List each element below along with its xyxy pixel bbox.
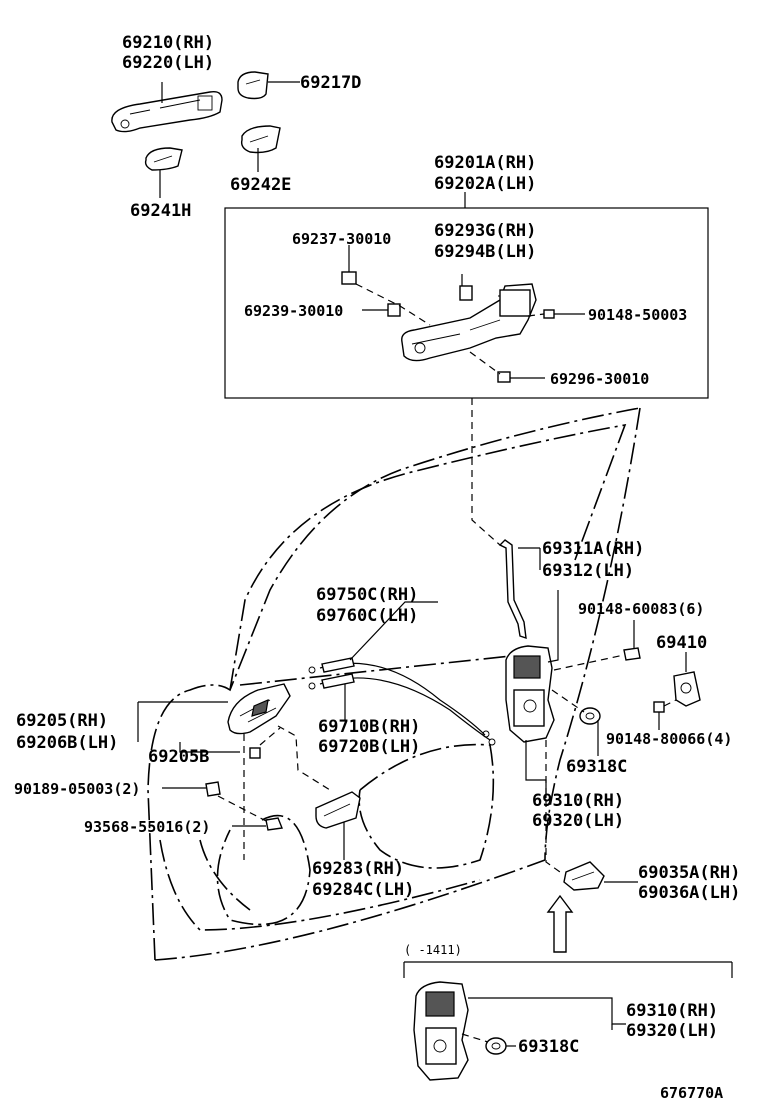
label-69220: 69220(LH) xyxy=(122,53,214,73)
frame-assembly xyxy=(401,283,537,362)
label-range: ( -1411) xyxy=(404,943,462,957)
label-69296: 69296-30010 xyxy=(550,370,649,388)
label-69202a: 69202A(LH) xyxy=(434,174,536,194)
label-69205: 69205(RH) xyxy=(16,711,108,731)
label-69760c: 69760C(LH) xyxy=(316,606,418,626)
label-69241h: 69241H xyxy=(130,201,191,221)
label-69237: 69237-30010 xyxy=(292,230,391,248)
label-69312: 69312(LH) xyxy=(542,561,634,581)
label-69720b: 69720B(LH) xyxy=(318,737,420,757)
label-69239: 69239-30010 xyxy=(244,302,343,320)
label-93568: 93568-55016(2) xyxy=(84,818,210,836)
label-69310: 69310(RH) xyxy=(532,791,624,811)
door-lock xyxy=(505,645,555,743)
label-69036a: 69036A(LH) xyxy=(638,883,740,903)
label-69206b: 69206B(LH) xyxy=(16,733,118,753)
handle-pad-69242e xyxy=(240,125,281,154)
label-69217d: 69217D xyxy=(300,73,361,93)
clip-69237 xyxy=(341,245,357,285)
label-69242e: 69242E xyxy=(230,175,291,195)
label-69750c: 69750C(RH) xyxy=(316,585,418,605)
label-69201a: 69201A(RH) xyxy=(434,153,536,173)
outside-handle xyxy=(111,90,223,133)
label-69294b: 69294B(LH) xyxy=(434,242,536,262)
label-90148-50003: 90148-50003 xyxy=(588,306,687,324)
label-90148-60083: 90148-60083(6) xyxy=(578,600,704,618)
label-69284c: 69284C(LH) xyxy=(312,880,414,900)
up-arrow-icon xyxy=(546,894,574,953)
door-outline xyxy=(147,407,641,961)
label-69210: 69210(RH) xyxy=(122,33,214,53)
label-69311a: 69311A(RH) xyxy=(542,539,644,559)
striker-69410 xyxy=(673,652,701,707)
clip-69239 xyxy=(387,303,401,317)
handle-cap-69217d xyxy=(237,71,269,100)
screw-69296 xyxy=(497,371,545,383)
bolt-90148-60083 xyxy=(623,620,641,661)
label-69320-inset: 69320(LH) xyxy=(626,1021,718,1041)
label-69320: 69320(LH) xyxy=(532,811,624,831)
handle-frame-69035a xyxy=(563,861,605,891)
cable-assembly xyxy=(308,657,496,746)
screw-90148-50003 xyxy=(543,309,585,319)
label-69410: 69410 xyxy=(656,633,707,653)
washer-69318c xyxy=(579,707,601,725)
reference-code: 676770A xyxy=(660,1084,723,1102)
label-69283: 69283(RH) xyxy=(312,859,404,879)
label-69035a: 69035A(RH) xyxy=(638,863,740,883)
label-69205b: 69205B xyxy=(148,747,209,767)
inside-handle xyxy=(227,683,291,735)
label-69318c: 69318C xyxy=(566,757,627,777)
label-90189: 90189-05003(2) xyxy=(14,780,140,798)
lock-rod xyxy=(498,539,527,640)
screw-93568 xyxy=(265,817,283,831)
handle-bezel-69283 xyxy=(315,791,361,829)
label-69710b: 69710B(RH) xyxy=(318,717,420,737)
label-69318c-inset: 69318C xyxy=(518,1037,579,1057)
lower-inset xyxy=(403,961,733,1081)
screw-69205b xyxy=(249,747,261,759)
label-69310-inset: 69310(RH) xyxy=(626,1001,718,1021)
label-69293g: 69293G(RH) xyxy=(434,221,536,241)
frame-assembly-box xyxy=(224,207,709,399)
screw-90189 xyxy=(205,781,221,797)
handle-pad-69241h xyxy=(144,147,183,171)
screw-90148-80066 xyxy=(653,701,665,730)
label-90148-80066: 90148-80066(4) xyxy=(606,730,732,748)
